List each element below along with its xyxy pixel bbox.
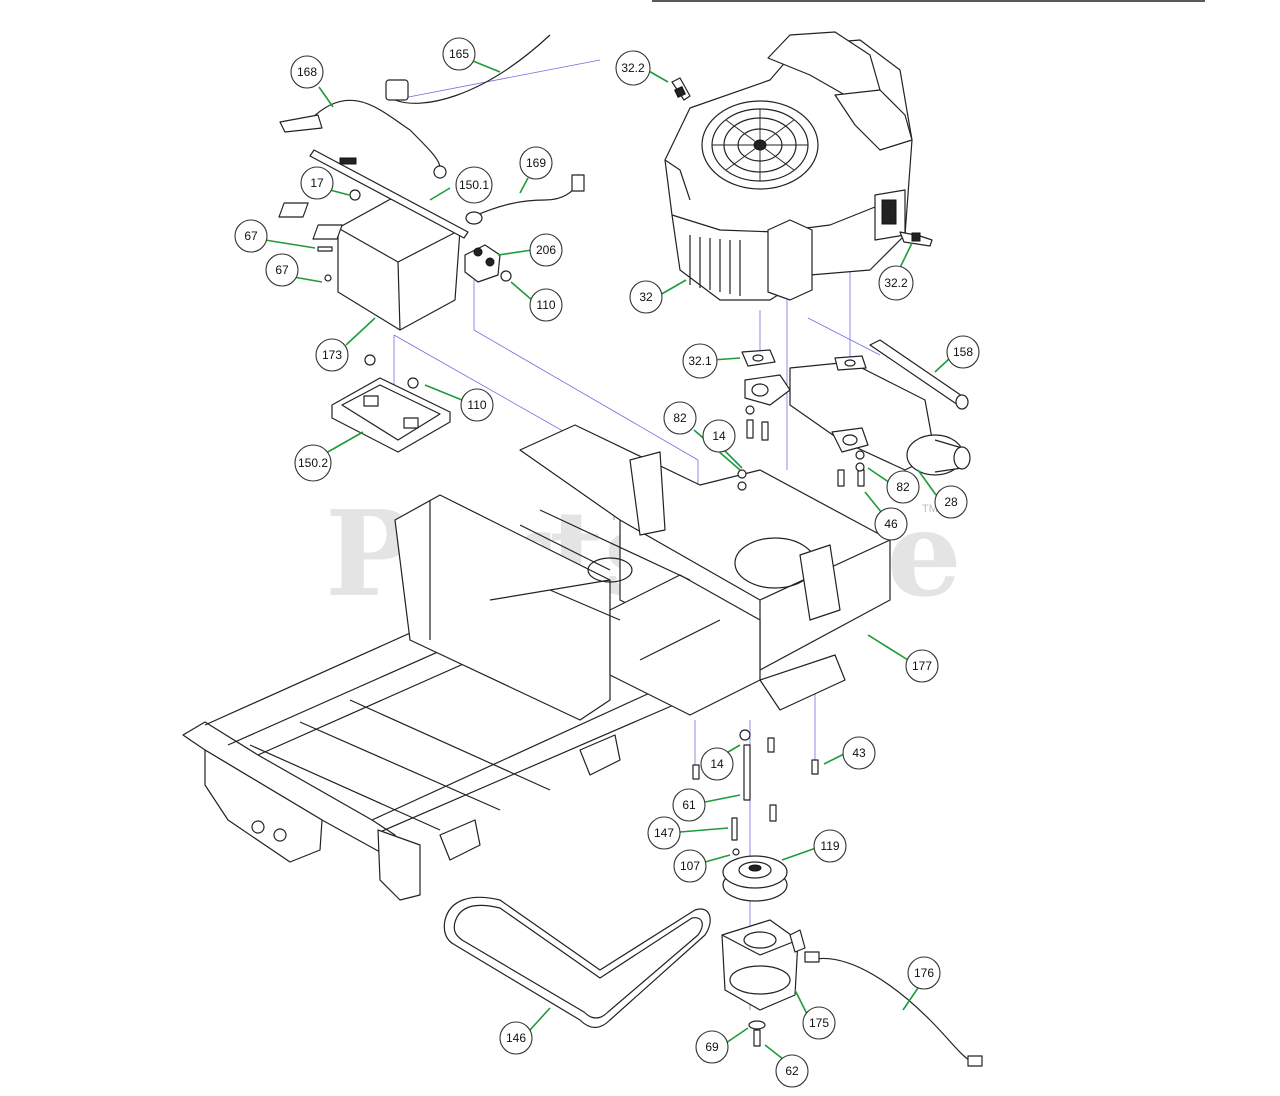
callout-label: 32.1 [688, 354, 712, 368]
rod-illustration [869, 339, 969, 410]
callout-label: 110 [536, 298, 555, 312]
callout-146[interactable]: 146 [499, 1021, 533, 1055]
callout-label: 173 [322, 348, 342, 362]
callout-label: 61 [682, 798, 696, 812]
callout-label: 206 [536, 243, 556, 257]
exhaust-bolts [745, 405, 865, 487]
callout-150-2[interactable]: 150.2 [294, 444, 332, 482]
callout-label: 107 [680, 859, 700, 873]
callout-110-lower[interactable]: 110 [460, 388, 494, 422]
callout-168[interactable]: 168 [290, 55, 324, 89]
callout-label: 168 [297, 65, 317, 79]
callout-label: 82 [673, 411, 687, 425]
leader-arrows [264, 60, 951, 1064]
callout-label: 165 [449, 47, 469, 61]
callout-label: 28 [944, 495, 958, 509]
callout-label: 32.2 [884, 276, 908, 290]
callout-label: 175 [809, 1016, 829, 1030]
callout-label: 169 [526, 156, 546, 170]
callout-67-upper[interactable]: 67 [234, 219, 268, 253]
callout-32[interactable]: 32 [629, 280, 663, 314]
callout-label: 14 [710, 757, 724, 771]
callout-label: 62 [785, 1064, 799, 1078]
callout-label: 158 [953, 345, 973, 359]
callout-158[interactable]: 158 [946, 335, 980, 369]
trademark-mark: TM [922, 503, 938, 515]
pulley-illustration [722, 855, 788, 902]
callout-14-lower[interactable]: 14 [700, 747, 734, 781]
callout-label: 110 [467, 398, 486, 412]
callout-label: 32.2 [621, 61, 645, 75]
callout-110-upper[interactable]: 110 [529, 288, 563, 322]
engine-illustration [664, 31, 913, 301]
callout-147[interactable]: 147 [647, 816, 681, 850]
callout-14-upper[interactable]: 14 [702, 419, 736, 453]
callout-label: 46 [884, 517, 898, 531]
belt-illustration [443, 896, 711, 1029]
pto-hardware [692, 469, 819, 1047]
callout-119[interactable]: 119 [813, 829, 847, 863]
battery-tray-illustration [331, 377, 451, 453]
callout-173[interactable]: 173 [315, 338, 349, 372]
callout-69[interactable]: 69 [695, 1030, 729, 1064]
callout-label: 177 [912, 659, 932, 673]
callout-32-1[interactable]: 32.1 [682, 343, 718, 379]
callout-62[interactable]: 62 [775, 1054, 809, 1088]
callout-group: 165 168 169 17 150.1 67 67 206 110 173 1… [234, 37, 980, 1088]
callout-17[interactable]: 17 [300, 166, 334, 200]
spark-plug-left [671, 77, 691, 101]
callout-169[interactable]: 169 [519, 146, 553, 180]
callout-label: 147 [654, 826, 674, 840]
callout-165[interactable]: 165 [442, 37, 476, 71]
battery-hardware [317, 189, 419, 389]
callout-label: 17 [310, 176, 324, 190]
callout-label: 67 [275, 263, 289, 277]
callout-28[interactable]: 28 [934, 485, 968, 519]
callout-61[interactable]: 61 [672, 788, 706, 822]
callout-label: 146 [506, 1031, 526, 1045]
clutch-wire [804, 951, 983, 1067]
callout-67-lower[interactable]: 67 [265, 253, 299, 287]
callout-206[interactable]: 206 [529, 233, 563, 267]
muffler-illustration [744, 361, 971, 476]
callout-177[interactable]: 177 [905, 649, 939, 683]
clutch-illustration [721, 919, 806, 1011]
callout-43[interactable]: 43 [842, 736, 876, 770]
callout-32-2-upper[interactable]: 32.2 [615, 50, 651, 86]
spark-plug-right [899, 231, 933, 247]
callout-82-lower[interactable]: 82 [886, 470, 920, 504]
callout-176[interactable]: 176 [907, 956, 941, 990]
callout-label: 150.2 [298, 456, 328, 470]
callout-46[interactable]: 46 [874, 507, 908, 541]
battery-cables [279, 34, 585, 239]
callout-175[interactable]: 175 [802, 1006, 836, 1040]
callout-label: 43 [852, 746, 866, 760]
callout-150-1[interactable]: 150.1 [455, 166, 493, 204]
callout-82-upper[interactable]: 82 [663, 401, 697, 435]
callout-label: 14 [712, 429, 726, 443]
callout-label: 119 [820, 839, 839, 853]
callout-label: 67 [244, 229, 258, 243]
callout-label: 176 [914, 966, 934, 980]
callout-32-2-lower[interactable]: 32.2 [878, 265, 914, 301]
callout-label: 69 [705, 1040, 719, 1054]
muffler-gaskets [741, 349, 867, 371]
frame-illustration [182, 424, 891, 901]
callout-label: 32 [639, 290, 653, 304]
callout-label: 82 [896, 480, 910, 494]
callout-label: 150.1 [459, 178, 489, 192]
callout-107[interactable]: 107 [673, 849, 707, 883]
solenoid-illustration [464, 244, 512, 283]
